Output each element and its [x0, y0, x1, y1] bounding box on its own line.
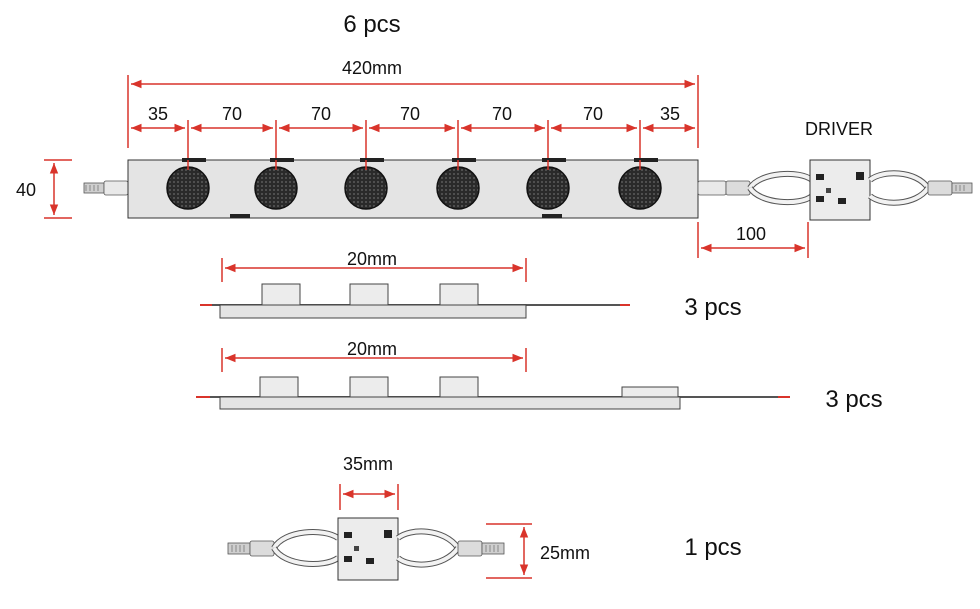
- total-length-label: 420mm: [342, 58, 402, 78]
- segment-label: 70: [400, 104, 420, 124]
- side-view-b-module: [196, 376, 790, 410]
- height-dimension: [44, 159, 72, 219]
- total-length-dimension: [127, 75, 699, 148]
- side-view-b-length-label: 20mm: [347, 339, 397, 359]
- driver-output-wire: [868, 170, 973, 206]
- driver-unit-right-wire: [396, 528, 505, 568]
- driver-box: [809, 159, 871, 221]
- segment-label: 70: [222, 104, 242, 124]
- led-strip-board: [127, 158, 699, 219]
- driver-unit-box: [337, 517, 399, 581]
- driver-height-dimension: [486, 523, 532, 579]
- lens-center-lines: [187, 160, 641, 170]
- segment-label: 70: [583, 104, 603, 124]
- side-view-b-dimension: [221, 348, 527, 372]
- side-view-a-dimension: [221, 258, 527, 282]
- segment-label: 70: [492, 104, 512, 124]
- led-lenses: [166, 166, 662, 210]
- strip-quantity-label: 6 pcs: [343, 11, 400, 38]
- driver-offset-dimension: [697, 222, 809, 258]
- segment-dimensions: [131, 120, 695, 167]
- strip-left-wire: [83, 180, 129, 196]
- side-view-a-length-label: 20mm: [347, 249, 397, 269]
- side-view-a-quantity-label: 3 pcs: [684, 294, 741, 321]
- driver-height-label: 25mm: [540, 543, 590, 563]
- driver-offset-label: 100: [736, 224, 766, 244]
- side-view-b-quantity-label: 3 pcs: [825, 386, 882, 413]
- driver-label: DRIVER: [805, 119, 873, 139]
- strip-right-wire: [697, 170, 814, 206]
- segment-label: 35: [660, 104, 680, 124]
- height-label: 40: [16, 180, 36, 200]
- driver-unit-quantity-label: 1 pcs: [684, 534, 741, 561]
- side-view-a-module: [200, 283, 630, 319]
- segment-label: 70: [311, 104, 331, 124]
- driver-unit-left-wire: [227, 529, 340, 567]
- segment-label: 35: [148, 104, 168, 124]
- driver-width-dimension: [339, 484, 399, 510]
- driver-width-label: 35mm: [343, 454, 393, 474]
